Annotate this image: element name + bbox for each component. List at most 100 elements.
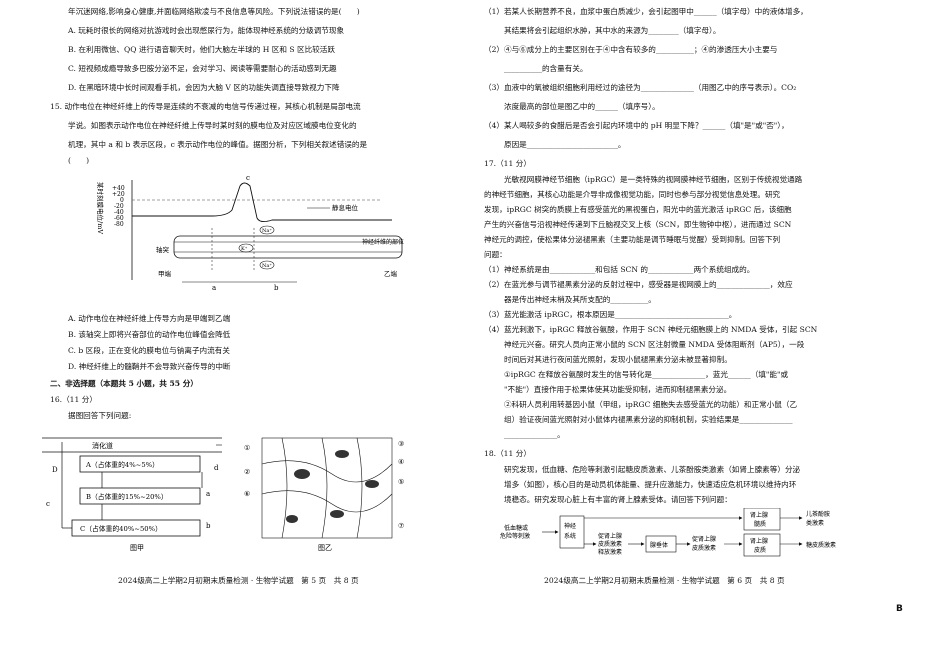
fig15-na-ion-top: Na⁺ (262, 228, 272, 234)
q15-line-1: 15. 动作电位在神经纤维上的传导是连续的不衰减的电信号传递过程，其核心机制是局… (50, 102, 361, 111)
left-page: 年沉迷网络,影响身心健康,并面临网络欺凌与不良信息等风险。下列说法错误的是( )… (42, 0, 452, 646)
fig-yi-caption: 图乙 (318, 544, 332, 552)
fig-jia-tract: 消化道 (92, 441, 113, 450)
q17-item-1: （1）神经系统是由____________和包括 SCN 的__________… (484, 265, 755, 274)
q16-item-3a: （3）血液中的氧被组织细胞利用经过的途径为______________（用图乙中… (484, 83, 797, 92)
svg-text:肾上腺: 肾上腺 (750, 511, 768, 519)
q14-option-b: B. 在利用微信、QQ 进行语音聊天时，他们大脑左半球的 H 区和 S 区比较活… (68, 45, 335, 54)
q17-para-2: 的神经节细胞，其核心功能是介导非成像视觉功能，同时也参与部分视觉信息处理。研究 (484, 190, 781, 199)
svg-text:系统: 系统 (564, 532, 576, 540)
svg-text:-20: -20 (114, 203, 124, 210)
svg-text:④: ④ (398, 458, 404, 466)
svg-text:-80: -80 (114, 221, 124, 228)
corner-mark: B (896, 604, 903, 614)
q15-option-a: A. 动作电位在神经纤维上传导方向是甲端到乙端 (68, 314, 231, 323)
fig15-end-right: 乙端 (384, 269, 398, 278)
q17-item-3: （3）蓝光能激活 ipRGC，根本原因是____________________… (484, 310, 737, 319)
q15-option-b: B. 该轴突上即将兴奋部位的动作电位峰值会降低 (68, 330, 231, 339)
svg-text:髓质: 髓质 (754, 520, 766, 528)
svg-text:肾上腺: 肾上腺 (750, 537, 768, 545)
svg-text:⑥: ⑥ (244, 490, 250, 498)
q17-item-4c: 时间后对其进行夜间蓝光照射，发现小鼠褪黑素分泌未被显著抑制。 (504, 355, 732, 364)
q16-item-1a: （1）若某人长期营养不良，血浆中蛋白质减少，会引起图甲中______（填字母）中… (484, 7, 808, 16)
svg-text:c: c (46, 500, 50, 508)
q15-line-2: 学说。如图表示动作电位在神经纤维上传导时某时刻的膜电位及对应区域膜电位变化的 (68, 121, 357, 130)
fig15-seg-b: b (274, 284, 279, 292)
q18-para-2: 增多（如图），核心目的是动员机体能量、提升应激能力，快速适应危机环境以维持内环 (504, 480, 797, 489)
fig15-k-ion: K⁺ (241, 246, 248, 252)
q15-figure: 某时刻膜电位/mV +40 +20 0 -20 -40 -60 -80 c 静息… (96, 174, 404, 292)
svg-text:C（占体重的40%~50%）: C（占体重的40%~50%） (80, 524, 162, 533)
fig15-axon (173, 235, 403, 259)
q17-item-4d: ①ipRGC 在释放谷氨酸时发生的信号转化是______________，蓝光_… (504, 370, 789, 379)
q17-para-3: 发现，ipRGC 树突的质膜上有感受蓝光的黑视蛋白，阳光中的蓝光激活 ipRGC… (484, 205, 792, 214)
svg-text:d: d (214, 464, 219, 472)
svg-text:促肾上腺: 促肾上腺 (598, 532, 622, 540)
q18-heading: 18.（11 分） (484, 449, 531, 458)
q17-item-4f: ②科研人员利用转基因小鼠（甲组，ipRGC 细胞失去感受蓝光的功能）和正常小鼠（… (504, 400, 798, 409)
fig15-ticks: +40 +20 0 -20 -40 -60 -80 (112, 185, 125, 228)
footer-left: 2024级高二上学期2月初期末质量检测 · 生物学试题 第 5 页 共 8 页 (118, 576, 359, 585)
q17-item-4b: 神经元兴奋。研究人员向正常小鼠的 SCN 区注射微量 NMDA 受体阻断剂（AP… (504, 340, 805, 349)
svg-text:0: 0 (120, 197, 124, 204)
q18-para-3: 境稳态。研究发现心脏上有丰富的肾上腺素受体。请回答下列问题： (504, 495, 732, 504)
svg-text:类激素: 类激素 (806, 519, 824, 527)
q17-item-4h: ______________。 (504, 430, 565, 439)
q17-para-6: 问题： (484, 250, 507, 259)
section-heading: 二、非选择题（本题共 5 小题，共 55 分） (50, 379, 198, 388)
fig-jia-caption: 图甲 (130, 544, 144, 552)
svg-text:皮质: 皮质 (754, 546, 766, 554)
svg-text:危险等刺激: 危险等刺激 (500, 532, 530, 540)
q17-item-4a: （4）蓝光刺激下，ipRGC 释放谷氨酸，作用于 SCN 神经元细胞膜上的 NM… (484, 325, 818, 334)
fig15-nerve-label: 神经纤维的部位 (362, 238, 404, 246)
svg-text:-40: -40 (114, 209, 124, 216)
svg-text:促肾上腺: 促肾上腺 (692, 535, 716, 543)
svg-text:b: b (206, 522, 211, 530)
svg-text:皮质激素: 皮质激素 (598, 540, 622, 548)
fig15-potential-curve (132, 182, 392, 223)
fig15-axon-label: 轴突 (156, 245, 170, 254)
svg-text:释放激素: 释放激素 (598, 548, 622, 556)
svg-text:A（占体重的4%~5%）: A（占体重的4%~5%） (85, 460, 159, 469)
q15-line-3: 机理，其中 a 和 b 表示区段，c 表示动作电位的峰值。据图分析，下列相关叙述… (68, 140, 368, 149)
svg-text:②: ② (244, 468, 250, 476)
flow-cortex-box (743, 533, 781, 557)
q17-heading: 17.（11 分） (484, 159, 531, 168)
svg-text:a: a (206, 490, 210, 498)
svg-text:⑦: ⑦ (398, 522, 404, 530)
svg-text:糖皮质激素: 糖皮质激素 (806, 541, 836, 549)
q18-flowchart: 低血糖或 危险等刺激 神经 系统 肾上腺 髓质 儿茶酚胺 类激素 促肾上腺 皮质… (500, 508, 836, 557)
right-page: （1）若某人长期营养不良，血浆中蛋白质减少，会引起图甲中______（填字母）中… (484, 0, 910, 646)
svg-text:+40: +40 (112, 185, 125, 192)
q16-item-2a: （2）④与⑥成分上的主要区别在于④中含有较多的__________；④的渗透压大… (484, 45, 778, 54)
fig15-ylabel: 某时刻膜电位/mV (96, 182, 105, 234)
q16-item-4b: 原因是________________________。 (504, 140, 626, 149)
q17-para-1: 光敏视网膜神经节细胞（ipRGC）是一类特殊的视网膜神经节细胞，区别于传统视觉通… (504, 175, 803, 184)
q16-item-4a: （4）某人喝较多的食醋后是否会引起内环境中的 pH 明显下降？______（填"… (484, 121, 789, 130)
q17-item-4e: "不能"）直接作用于松果体使其功能受抑制，进而抑制褪黑素分泌。 (504, 385, 732, 394)
svg-text:-60: -60 (114, 215, 124, 222)
fig-yi: ① ② ⑥ ③ ④ ⑤ ⑦ 图乙 (244, 437, 404, 552)
q17-item-2a: （2）在蓝光参与调节褪黑素分泌的反射过程中，感受器是视网膜上的_________… (484, 280, 793, 289)
q16-heading: 16.（11 分） (50, 395, 97, 404)
fig15-na-ion-bottom: Na⁺ (262, 263, 272, 269)
flow-nervous-box (559, 515, 585, 549)
svg-text:D: D (52, 466, 58, 474)
q15-line-4: ( ) (68, 156, 90, 165)
flow-medulla-box (743, 508, 781, 531)
fig-jia-box-b (79, 487, 201, 505)
q15-option-d: D. 神经纤维上的髓鞘并不会导致兴奋传导的中断 (68, 362, 231, 371)
q17-item-4g: 组）验证夜间蓝光照射对小鼠体内褪黑素分泌的抑制机制，实验结果是_________… (504, 415, 793, 424)
fig15-seg-a: a (212, 284, 216, 292)
svg-text:儿茶酚胺: 儿茶酚胺 (806, 510, 830, 518)
svg-text:神经: 神经 (564, 522, 576, 530)
svg-text:B（占体重的15%~20%）: B（占体重的15%~20%） (86, 492, 168, 501)
q16-item-1b: 其结果将会引起组织水肿，其中水的来源为________（填字母）。 (504, 26, 721, 35)
svg-text:①: ① (244, 444, 250, 452)
q16-prompt: 据图回答下列问题: (68, 411, 132, 420)
q14-option-a: A. 玩耗时很长的网络对抗游戏时会出现憋尿行为，能体现神经系统的分级调节现象 (68, 26, 345, 35)
q14-tail: 年沉迷网络,影响身心健康,并面临网络欺凌与不良信息等风险。下列说法错误的是( ) (68, 7, 360, 16)
fig15-peak-label: c (246, 174, 250, 182)
svg-text:+20: +20 (112, 191, 125, 198)
fig15-rest-label: 静息电位 (332, 203, 359, 212)
